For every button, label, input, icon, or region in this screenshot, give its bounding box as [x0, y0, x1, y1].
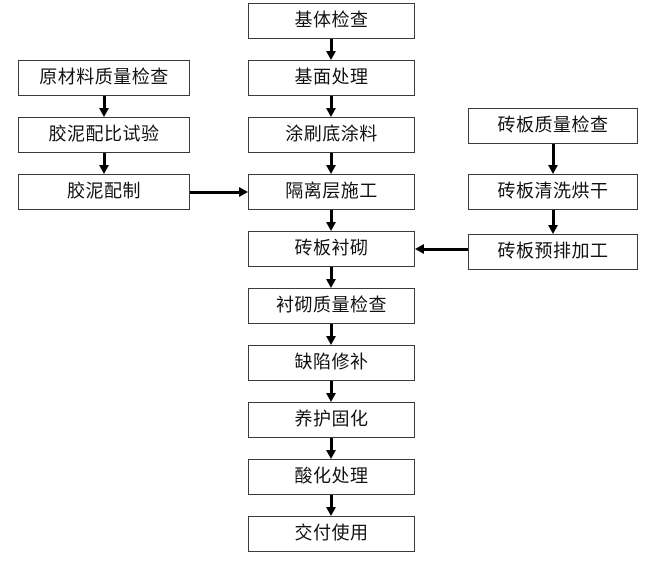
node-brick-lining[interactable]: 砖板衬砌 [248, 231, 415, 267]
node-label: 砖板清洗烘干 [497, 181, 609, 202]
node-label: 基面处理 [294, 67, 369, 88]
node-acidification[interactable]: 酸化处理 [248, 459, 415, 495]
node-label: 原材料质量检查 [39, 67, 169, 88]
node-label: 隔离层施工 [285, 181, 378, 202]
node-primer-coating[interactable]: 涂刷底涂料 [248, 117, 415, 153]
node-label: 胶泥配制 [67, 181, 141, 202]
node-mortar-ratio-test[interactable]: 胶泥配比试验 [18, 117, 190, 153]
node-label: 养护固化 [294, 409, 369, 430]
node-base-surface-treatment[interactable]: 基面处理 [248, 60, 415, 96]
node-label: 缺陷修补 [294, 352, 369, 373]
node-delivery[interactable]: 交付使用 [248, 516, 415, 552]
node-label: 砖板预排加工 [497, 241, 609, 262]
node-brick-prearrange-work[interactable]: 砖板预排加工 [468, 234, 638, 270]
node-mortar-preparation[interactable]: 胶泥配制 [18, 174, 190, 210]
node-label: 交付使用 [294, 523, 369, 544]
node-label: 衬砌质量检查 [276, 295, 387, 316]
node-brick-quality-check[interactable]: 砖板质量检查 [468, 108, 638, 144]
node-label: 酸化处理 [294, 466, 369, 487]
node-label: 胶泥配比试验 [48, 124, 160, 145]
node-substrate-inspection[interactable]: 基体检查 [248, 3, 415, 39]
node-label: 砖板质量检查 [497, 115, 609, 136]
node-brick-wash-dry[interactable]: 砖板清洗烘干 [468, 174, 638, 210]
node-defect-repair[interactable]: 缺陷修补 [248, 345, 415, 381]
node-raw-material-quality-check[interactable]: 原材料质量检查 [18, 60, 190, 96]
node-lining-quality-check[interactable]: 衬砌质量检查 [248, 288, 415, 324]
node-label: 涂刷底涂料 [285, 124, 378, 145]
node-curing[interactable]: 养护固化 [248, 402, 415, 438]
node-label: 基体检查 [294, 10, 369, 31]
node-isolation-layer[interactable]: 隔离层施工 [248, 174, 415, 210]
node-label: 砖板衬砌 [294, 238, 369, 259]
